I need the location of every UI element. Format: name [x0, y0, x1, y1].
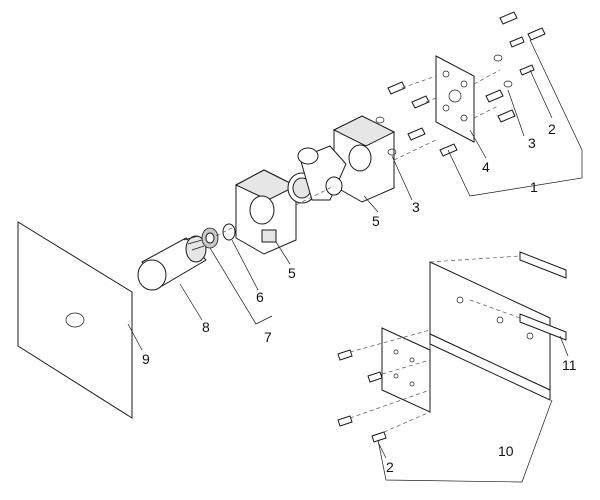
- screw-set: [375, 11, 546, 157]
- valve-body: [287, 145, 347, 204]
- callout-5-upper: 5: [372, 213, 380, 229]
- screw-set-lower: [337, 349, 387, 443]
- callout-5-lower: 5: [288, 265, 296, 281]
- callout-2-upper: 2: [548, 121, 556, 137]
- callout-2-lower: 2: [386, 459, 394, 475]
- cartridge-nut: [201, 227, 219, 249]
- callout-8: 8: [202, 319, 210, 335]
- brackets: [519, 251, 567, 341]
- assembly-guide-lines-upper: [215, 69, 501, 237]
- callout-3-upper: 3: [528, 135, 536, 151]
- mounting-block-rear: [332, 115, 396, 203]
- mounting-frame: [381, 261, 551, 413]
- callout-3-lower: 3: [412, 199, 420, 215]
- leader-lines: [127, 39, 583, 483]
- callout-7: 7: [264, 329, 272, 345]
- wall-plate: [435, 55, 475, 143]
- assembly-guide-lines-lower: [349, 255, 521, 433]
- callout-1: 1: [530, 179, 538, 195]
- o-ring: [222, 223, 236, 241]
- callout-6: 6: [256, 289, 264, 305]
- callout-4: 4: [482, 159, 490, 175]
- callout-10: 10: [498, 443, 514, 459]
- cartridge: [137, 235, 207, 291]
- callout-labels: 1 2 3 4 3 5 5 6 7 8 9 10 11 2: [142, 121, 577, 475]
- callout-9: 9: [142, 351, 150, 367]
- callout-11: 11: [562, 357, 577, 373]
- cover-plate: [17, 221, 133, 419]
- rough-in-block-front: [234, 169, 298, 255]
